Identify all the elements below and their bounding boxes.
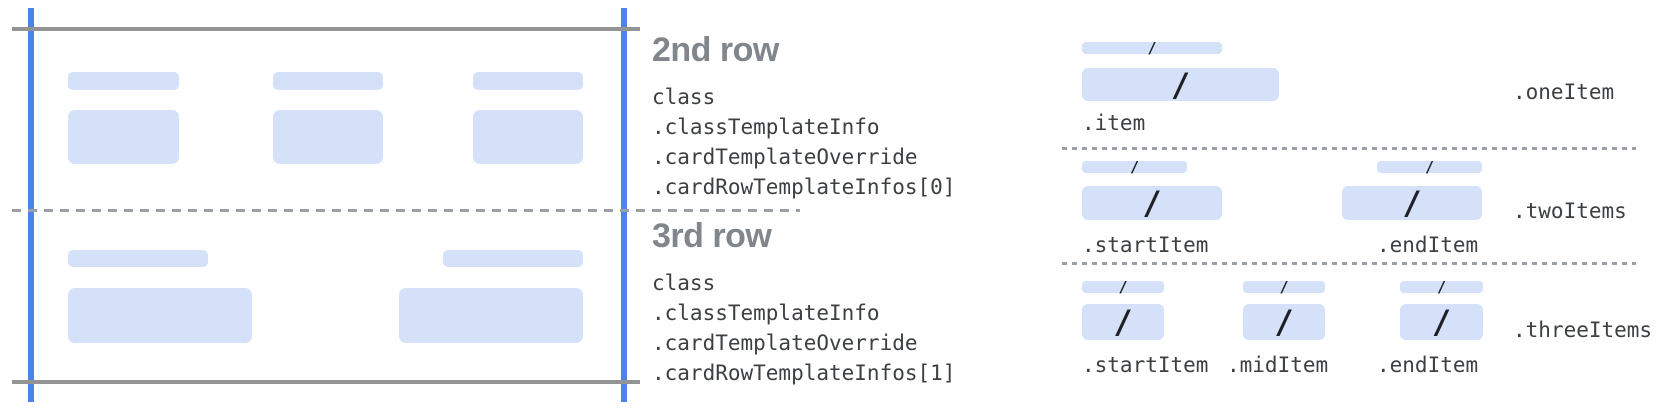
item-value-placeholder: / bbox=[1342, 186, 1482, 220]
slash-glyph: / bbox=[1431, 303, 1452, 341]
item-label-placeholder: / bbox=[1243, 277, 1325, 296]
item-label-placeholder: / bbox=[1082, 38, 1222, 57]
code-line: .cardRowTemplateInfos[1] bbox=[652, 361, 956, 385]
item-value-placeholder: / bbox=[1082, 68, 1279, 101]
card-bottom-rule bbox=[12, 380, 640, 384]
item-label-placeholder: / bbox=[1377, 157, 1482, 176]
slash-glyph: / bbox=[1129, 157, 1140, 176]
template-separator-dotted bbox=[1062, 147, 1636, 150]
field-value-placeholder bbox=[68, 110, 179, 164]
slash-glyph: / bbox=[1147, 38, 1157, 57]
code-line: .cardTemplateOverride bbox=[652, 145, 918, 169]
item-name-label: .startItem bbox=[1082, 233, 1209, 257]
row-divider-dashed bbox=[12, 209, 800, 212]
slash-glyph: / bbox=[1274, 303, 1294, 341]
field-label-placeholder bbox=[273, 72, 383, 90]
item-name-label: .endItem bbox=[1377, 233, 1479, 257]
annotation-class-path: class .classTemplateInfo .cardTemplateOv… bbox=[652, 268, 1022, 388]
item-value-placeholder: / bbox=[1082, 186, 1222, 220]
slash-glyph: / bbox=[1436, 277, 1447, 296]
item-label-placeholder: / bbox=[1082, 157, 1187, 176]
item-label-placeholder: / bbox=[1082, 277, 1164, 296]
code-line: .classTemplateInfo bbox=[652, 301, 880, 325]
field-value-placeholder bbox=[273, 110, 383, 164]
annotation-2nd-row: 2nd row class .classTemplateInfo .cardTe… bbox=[652, 30, 1022, 202]
card-left-edge-guide bbox=[28, 8, 34, 402]
field-label-placeholder bbox=[68, 72, 179, 90]
item-value-placeholder: / bbox=[1082, 304, 1164, 340]
template-name-label: .threeItems bbox=[1513, 318, 1653, 342]
item-value-placeholder: / bbox=[1243, 304, 1325, 340]
item-value-placeholder: / bbox=[1400, 304, 1483, 340]
slash-glyph: / bbox=[1424, 157, 1435, 176]
annotation-heading: 2nd row bbox=[652, 31, 779, 69]
annotation-heading: 3rd row bbox=[652, 217, 772, 255]
slash-glyph: / bbox=[1142, 184, 1162, 222]
slash-glyph: / bbox=[1279, 277, 1289, 296]
annotation-class-path: class .classTemplateInfo .cardTemplateOv… bbox=[652, 82, 1022, 202]
slash-glyph: / bbox=[1118, 277, 1128, 296]
code-line: .classTemplateInfo bbox=[652, 115, 880, 139]
template-name-label: .twoItems bbox=[1513, 199, 1627, 223]
code-line: class bbox=[652, 271, 716, 295]
code-line: .cardTemplateOverride bbox=[652, 331, 918, 355]
field-value-placeholder bbox=[473, 110, 583, 164]
template-separator-dotted bbox=[1062, 262, 1636, 265]
code-line: class bbox=[652, 85, 716, 109]
slash-glyph: / bbox=[1170, 65, 1191, 104]
item-name-label: .item bbox=[1082, 111, 1146, 135]
slash-glyph: / bbox=[1402, 184, 1422, 222]
field-label-placeholder bbox=[443, 250, 583, 267]
code-line: .cardRowTemplateInfos[0] bbox=[652, 175, 956, 199]
field-label-placeholder bbox=[473, 72, 583, 90]
field-label-placeholder bbox=[68, 250, 208, 267]
template-name-label: .oneItem bbox=[1513, 80, 1615, 104]
item-name-label: .endItem bbox=[1377, 353, 1479, 377]
item-label-placeholder: / bbox=[1400, 277, 1483, 296]
annotation-3rd-row: 3rd row class .classTemplateInfo .cardTe… bbox=[652, 216, 1022, 388]
item-name-label: .midItem bbox=[1227, 353, 1329, 377]
field-value-placeholder bbox=[399, 288, 583, 343]
field-value-placeholder bbox=[68, 288, 252, 343]
item-name-label: .startItem bbox=[1082, 353, 1209, 377]
slash-glyph: / bbox=[1113, 303, 1133, 341]
card-top-rule bbox=[12, 27, 640, 31]
card-right-edge-guide bbox=[621, 8, 627, 402]
